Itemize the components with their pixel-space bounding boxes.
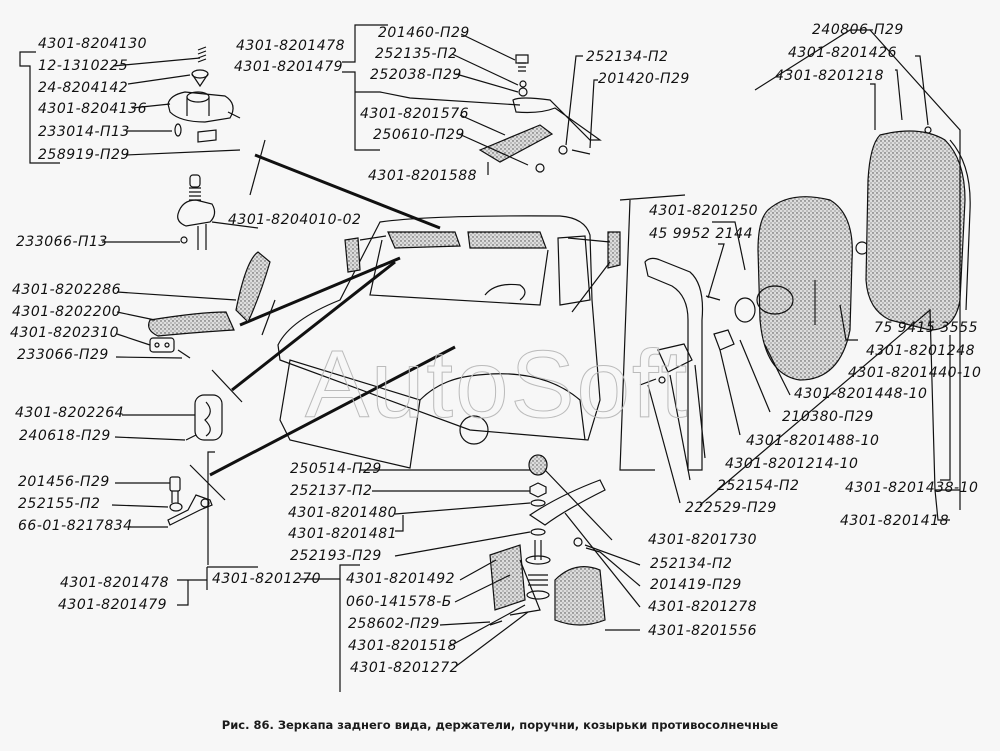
part-label: 4301-8201576 (360, 106, 470, 122)
part-label: 4301-8201248 (866, 343, 976, 359)
rear-mirror-icon (734, 196, 869, 381)
part-label: 4301-8201272 (350, 660, 460, 676)
part-label: 233066-П13 (16, 234, 108, 250)
part-label: 4301-8201448-10 (794, 386, 928, 402)
part-label: 233014-П13 (38, 124, 130, 140)
part-label: 252154-П2 (717, 478, 800, 494)
part-label: 66-01-8217834 (18, 518, 133, 534)
part-label: 4301-8204136 (38, 101, 148, 117)
part-label: 4301-8201518 (348, 638, 458, 654)
truck-cab-icon (277, 215, 621, 469)
part-label: 75 9415 3555 (874, 320, 978, 336)
part-label: 233066-П29 (17, 347, 109, 363)
part-label: 4301-8202264 (15, 405, 125, 421)
part-label: 4301-8201492 (346, 571, 456, 587)
part-label: 250610-П29 (373, 127, 465, 143)
part-label: 4301-8201478 (60, 575, 170, 591)
part-label: 240806-П29 (812, 22, 904, 38)
pivot-assembly-icon (489, 454, 606, 626)
part-label: 4301-8202200 (12, 304, 122, 320)
grab-handle-icon (185, 394, 223, 441)
part-label: 201456-П29 (18, 474, 110, 490)
part-label: 4301-8201418 (840, 513, 950, 529)
part-label: 252193-П29 (290, 548, 382, 564)
part-label: 4301-8201481 (288, 526, 398, 542)
part-label: 222529-П29 (685, 500, 777, 516)
part-label: 252155-П2 (18, 496, 101, 512)
watermark: AutoSoft (304, 331, 690, 439)
mirror-bracket-icon (478, 54, 602, 173)
part-label: 258919-П29 (38, 147, 130, 163)
part-label: 24-8204142 (38, 80, 129, 96)
figure-caption: Рис. 86. Зеркапа заднего вида, держатели… (221, 718, 779, 732)
part-label: 201419-П29 (650, 577, 742, 593)
part-label: 45 9952 2144 (649, 226, 753, 242)
part-label: 4301-8201214-10 (725, 456, 859, 472)
part-label: 4301-8204010-02 (228, 212, 362, 228)
part-label: 4301-8201479 (234, 59, 344, 75)
part-label: 4301-8201556 (648, 623, 758, 639)
part-label: 4301-8201426 (788, 45, 898, 61)
part-label: 4301-8201270 (212, 571, 322, 587)
part-label: 258602-П29 (348, 616, 440, 632)
part-label: 252137-П2 (290, 483, 373, 499)
part-label: 252038-П29 (370, 67, 462, 83)
part-label: 4301-8201278 (648, 599, 758, 615)
part-label: 4301-8202286 (12, 282, 122, 298)
leader-line (112, 57, 201, 67)
part-label: 240618-П29 (19, 428, 111, 444)
part-label: 4301-8201440-10 (848, 365, 982, 381)
part-label: 201460-П29 (378, 25, 470, 41)
part-label: 4301-8202310 (10, 325, 120, 341)
part-label: 250514-П29 (290, 461, 382, 477)
mirror-mount-icon (167, 46, 241, 143)
part-label: 4301-8201218 (775, 68, 885, 84)
part-label: 4301-8201480 (288, 505, 398, 521)
part-label: 4301-8201438-10 (845, 480, 979, 496)
part-label: 060-141578-Б (346, 594, 452, 610)
part-label: 4301-8201479 (58, 597, 168, 613)
part-label: 12-1310225 (38, 58, 129, 74)
part-label: 252134-П2 (586, 49, 669, 65)
holder-icon (177, 174, 216, 250)
handrail-icon (148, 251, 271, 359)
bracket-icon (167, 476, 213, 526)
part-label: 4301-8204130 (38, 36, 148, 52)
part-label: 201420-П29 (598, 71, 690, 87)
part-label: 252134-П2 (650, 556, 733, 572)
part-label: 4301-8201588 (368, 168, 478, 184)
part-label: 4301-8201250 (649, 203, 759, 219)
part-label: 210380-П29 (782, 409, 874, 425)
part-label: 4301-8201488-10 (746, 433, 880, 449)
part-label: 4301-8201478 (236, 38, 346, 54)
bracket-line (19, 51, 60, 164)
part-label: 4301-8201730 (648, 532, 758, 548)
mirror-glass-icon (865, 126, 971, 331)
part-label: 252135-П2 (375, 46, 458, 62)
